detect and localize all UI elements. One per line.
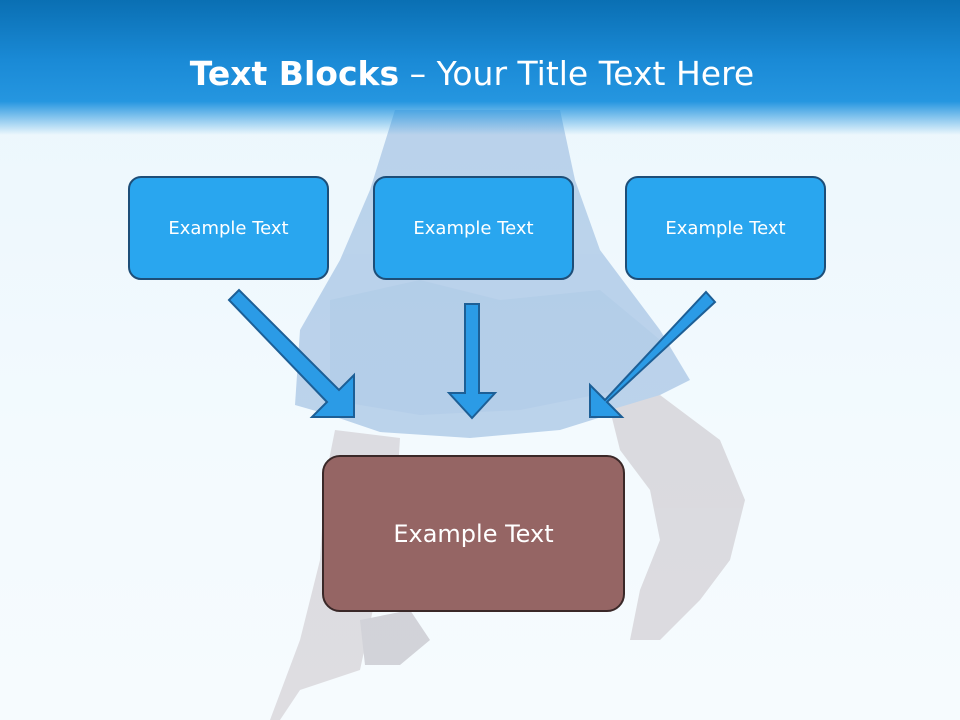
foot-shadow [360, 610, 430, 665]
text-block-right[interactable]: Example Text [625, 176, 826, 280]
dress-shade [330, 280, 660, 415]
text-block-center[interactable]: Example Text [373, 176, 574, 280]
arrow-center [446, 303, 498, 420]
target-block-label: Example Text [393, 519, 554, 548]
title-bold: Text Blocks [189, 54, 400, 93]
leg-right [610, 395, 745, 640]
target-block[interactable]: Example Text [322, 455, 625, 612]
title-separator: – [399, 54, 437, 93]
arrow-right [589, 290, 717, 418]
slide-title: Text Blocks – Your Title Text Here [0, 52, 944, 96]
text-block-label: Example Text [168, 217, 289, 239]
text-block-label: Example Text [665, 217, 786, 239]
text-block-label: Example Text [413, 217, 534, 239]
title-rest: Your Title Text Here [436, 54, 755, 93]
arrow-left [227, 288, 355, 418]
title-bar [0, 0, 960, 135]
text-block-left[interactable]: Example Text [128, 176, 329, 280]
